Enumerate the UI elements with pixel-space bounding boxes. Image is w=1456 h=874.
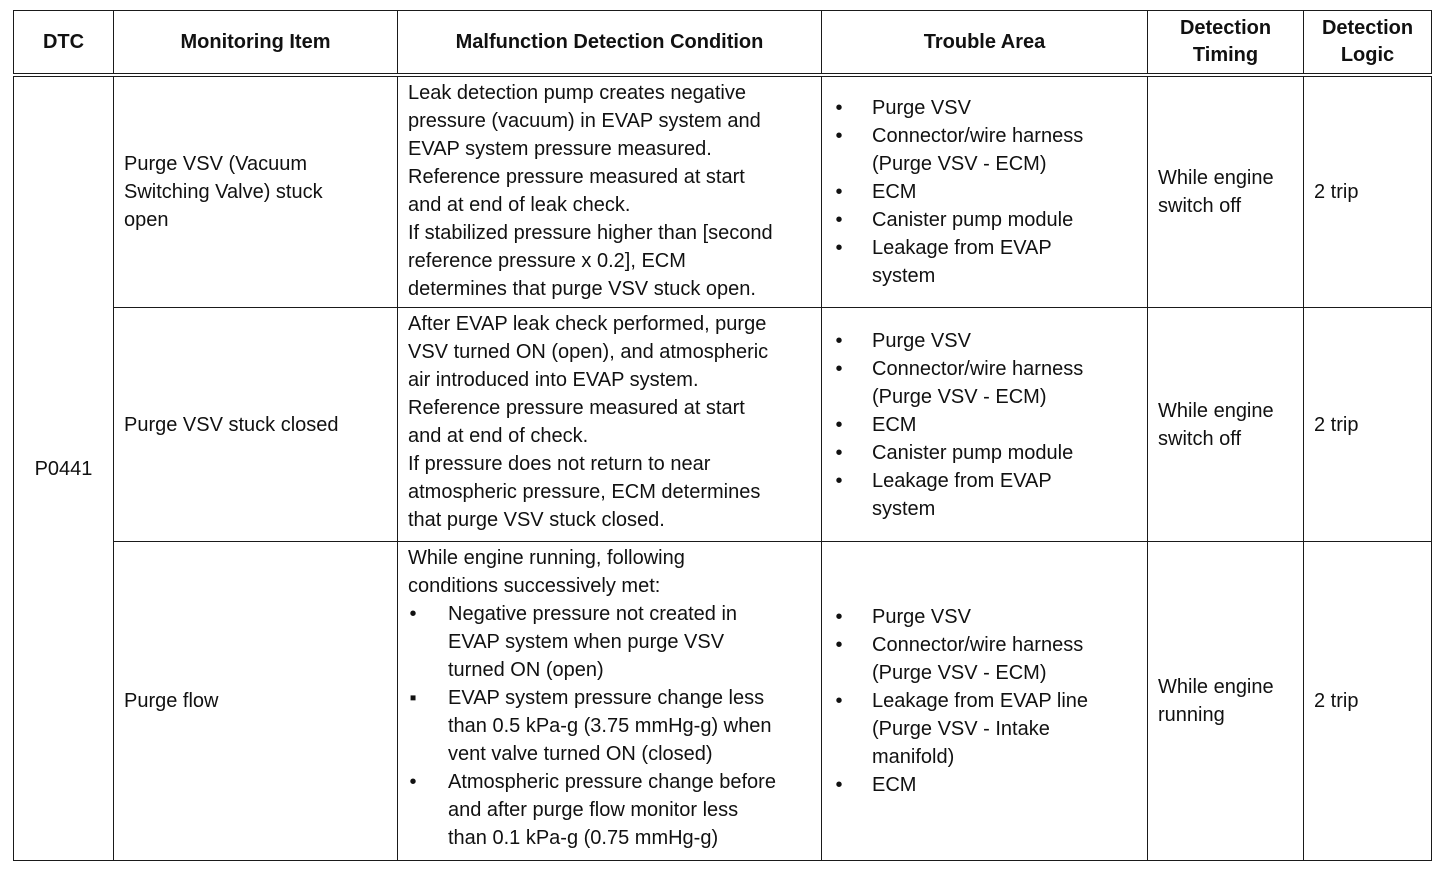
trouble-area-text: ECM	[872, 773, 917, 796]
trouble-area-item: • Leakage from EVAP line (Purge VSV - Int…	[832, 687, 1137, 771]
trouble-area-text: Purge VSV	[872, 97, 971, 120]
detection-condition: While engine running, following conditio…	[397, 540, 822, 862]
condition-bullet-text: EVAP system pressure change less than 0.…	[448, 686, 772, 765]
bullet-mark: •	[835, 97, 843, 120]
header-condition: Malfunction Detection Condition	[397, 10, 822, 77]
trouble-area: • Purge VSV • Connector/wire harness (Purge…	[821, 307, 1148, 542]
trouble-area: • Purge VSV • Connector/wire harness (Purge…	[821, 74, 1148, 309]
condition-bullet-item: ▪ EVAP system pressure change less than 0…	[408, 684, 811, 768]
bullet-mark: •	[835, 181, 843, 204]
condition-text: While engine running, following conditio…	[408, 546, 685, 597]
bullet-mark: •	[835, 633, 843, 656]
trouble-area-text: Connector/wire harness (Purge VSV - ECM)	[872, 125, 1084, 176]
trouble-area-list: • Purge VSV • Connector/wire harness (Purge…	[832, 327, 1137, 523]
header-monitoring-item: Monitoring Item	[113, 10, 398, 77]
table-row: Purge VSV stuck closed After EVAP leak c…	[14, 307, 1432, 542]
trouble-area-item: • Purge VSV	[832, 327, 1137, 355]
trouble-area-text: Canister pump module	[872, 441, 1074, 464]
condition-bullet-text: Negative pressure not created in EVAP sy…	[448, 602, 738, 681]
detection-logic: 2 trip	[1303, 540, 1432, 862]
header-dtc: DTC	[13, 10, 114, 77]
trouble-area-item: • Leakage from EVAP system	[832, 467, 1137, 523]
condition-bullet-list: • Negative pressure not created in EVAP s…	[408, 600, 811, 852]
header-detection-logic: Detection Logic	[1303, 10, 1432, 77]
trouble-area-text: Purge VSV	[872, 605, 971, 628]
trouble-area: • Purge VSV • Connector/wire harness (Purge…	[821, 540, 1148, 862]
condition-text: After EVAP leak check performed, purge V…	[408, 313, 769, 532]
dtc-code: P0441	[13, 74, 114, 861]
trouble-area-text: Connector/wire harness (Purge VSV - ECM)	[872, 357, 1084, 408]
bullet-mark: •	[835, 605, 843, 628]
trouble-area-text: Leakage from EVAP line (Purge VSV - Inta…	[872, 689, 1089, 768]
trouble-area-item: • ECM	[832, 178, 1137, 206]
trouble-area-text: Canister pump module	[872, 209, 1074, 232]
table-header: DTC Monitoring Item Malfunction Detectio…	[13, 10, 1432, 77]
trouble-area-list: • Purge VSV • Connector/wire harness (Purge…	[832, 603, 1137, 799]
bullet-mark: •	[835, 413, 843, 436]
bullet-mark: •	[835, 469, 843, 492]
trouble-area-item: • Connector/wire harness (Purge VSV - ECM…	[832, 631, 1137, 687]
trouble-area-item: • ECM	[832, 771, 1137, 799]
trouble-area-list: • Purge VSV • Connector/wire harness (Purge…	[832, 94, 1137, 290]
condition-bullet-text: Atmospheric pressure change before and a…	[448, 770, 776, 849]
bullet-mark: •	[835, 209, 843, 232]
trouble-area-item: • Connector/wire harness (Purge VSV - ECM…	[832, 355, 1137, 411]
condition-bullet-item: • Atmospheric pressure change before and …	[408, 768, 811, 852]
trouble-area-item: • Canister pump module	[832, 439, 1137, 467]
bullet-mark: •	[835, 357, 843, 380]
condition-bullet-item: • Negative pressure not created in EVAP s…	[408, 600, 811, 684]
detection-logic: 2 trip	[1303, 307, 1432, 542]
condition-text: Leak detection pump creates negative pre…	[408, 82, 773, 300]
detection-timing: While engine running	[1147, 540, 1304, 862]
trouble-area-item: • ECM	[832, 411, 1137, 439]
detection-condition: Leak detection pump creates negative pre…	[397, 74, 822, 309]
monitoring-item: Purge VSV (Vacuum Switching Valve) stuck…	[113, 74, 398, 309]
trouble-area-text: Connector/wire harness (Purge VSV - ECM)	[872, 633, 1084, 684]
bullet-mark: ▪	[409, 686, 417, 709]
trouble-area-item: • Canister pump module	[832, 206, 1137, 234]
dtc-table: DTC Monitoring Item Malfunction Detectio…	[13, 10, 1432, 862]
bullet-mark: •	[835, 689, 843, 712]
trouble-area-item: • Purge VSV	[832, 603, 1137, 631]
bullet-mark: •	[835, 237, 843, 260]
trouble-area-item: • Connector/wire harness (Purge VSV - ECM…	[832, 122, 1137, 178]
trouble-area-text: ECM	[872, 413, 917, 436]
detection-logic: 2 trip	[1303, 74, 1432, 309]
bullet-mark: •	[835, 329, 843, 352]
table-row: Purge flow While engine running, followi…	[14, 540, 1432, 862]
table-body: P0441 Purge VSV (Vacuum Switching Valve)…	[13, 74, 1432, 862]
monitoring-item: Purge VSV stuck closed	[113, 307, 398, 542]
bullet-mark: •	[835, 441, 843, 464]
monitoring-item: Purge flow	[113, 540, 398, 862]
trouble-area-item: • Leakage from EVAP system	[832, 234, 1137, 290]
bullet-mark: •	[409, 602, 417, 625]
trouble-area-text: ECM	[872, 181, 917, 204]
trouble-area-item: • Purge VSV	[832, 94, 1137, 122]
header-detection-timing: Detection Timing	[1147, 10, 1304, 77]
table-row: P0441 Purge VSV (Vacuum Switching Valve)…	[13, 74, 1432, 861]
header-trouble-area: Trouble Area	[821, 10, 1148, 77]
header-row: DTC Monitoring Item Malfunction Detectio…	[13, 10, 1432, 77]
trouble-area-text: Leakage from EVAP system	[872, 469, 1052, 520]
bullet-mark: •	[409, 770, 417, 793]
bullet-mark: •	[835, 125, 843, 148]
detection-timing: While engine switch off	[1147, 74, 1304, 309]
detection-timing: While engine switch off	[1147, 307, 1304, 542]
detection-condition: After EVAP leak check performed, purge V…	[397, 307, 822, 542]
trouble-area-text: Purge VSV	[872, 329, 971, 352]
trouble-area-text: Leakage from EVAP system	[872, 237, 1052, 288]
bullet-mark: •	[835, 773, 843, 796]
